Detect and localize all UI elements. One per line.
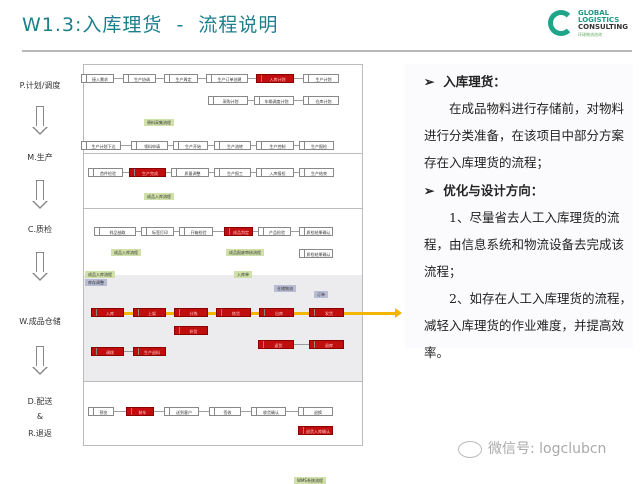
process-step: 领料申请 xyxy=(131,141,168,150)
section1-title-text: 入库理货： xyxy=(443,74,506,89)
process-step: 质量调整 xyxy=(171,168,209,177)
process-step: 生产订单创建 xyxy=(206,74,248,83)
process-step: 出库 xyxy=(259,308,294,317)
process-step: 质检结果确认 xyxy=(299,227,333,236)
lane-production xyxy=(84,153,362,209)
process-step: 退库 xyxy=(309,340,344,349)
logo-line-3: CONSULTING xyxy=(578,23,628,31)
process-step: 开箱检验 xyxy=(179,227,213,236)
logo-line-2: LOGISTICS xyxy=(578,16,620,24)
process-step: 生产结束 xyxy=(299,168,334,177)
process-step: 收货确认 xyxy=(251,407,286,416)
logo-g-icon xyxy=(548,10,574,36)
process-step: 生产完成 xyxy=(129,168,166,177)
process-note: 成品入库流程 xyxy=(111,249,141,256)
process-step: 生产报工 xyxy=(214,168,251,177)
lane-label-production: M.生产 xyxy=(27,153,53,162)
process-step: 生产协调 xyxy=(123,74,156,83)
process-step: 退换 xyxy=(298,407,333,416)
process-step: 送到客户 xyxy=(164,407,199,416)
description-panel: ➢ 入库理货： 在成品物料进行存储前，对物料进行分类准备，在该项目中部分方案存在… xyxy=(405,64,633,360)
process-step: 入库计划 xyxy=(256,74,294,83)
process-step: 分拣 xyxy=(174,308,208,317)
process-step: 补货 xyxy=(174,326,208,335)
direction-item-1: 1、尽量省去人工入库理货的流程，由信息系统和物流设备去完成该流程； xyxy=(424,210,625,279)
process-step: 产品检验 xyxy=(258,227,291,236)
down-arrow-icon xyxy=(32,252,48,281)
watermark-text: 微信号: logclubcn xyxy=(488,441,607,457)
process-note: 原料采集流程 xyxy=(144,119,174,126)
process-step: 车辆调度计划 xyxy=(254,96,294,105)
process-note: WMS系统流程 xyxy=(294,477,326,484)
process-step: 签收 xyxy=(209,407,241,416)
process-step: 质检结果确认 xyxy=(299,249,333,258)
process-note: 订单 xyxy=(314,291,328,298)
lane-label-return: R.退返 xyxy=(28,429,52,438)
lane-label-plan: P.计划/调度 xyxy=(19,81,61,90)
process-step: 样品抽取 xyxy=(94,227,136,236)
process-step: 入库 xyxy=(91,308,124,317)
process-note: 入库单 xyxy=(234,271,252,278)
process-step: 生产退料 xyxy=(133,347,166,356)
page-title: W1.3:入库理货 - 流程说明 xyxy=(22,14,279,36)
process-step: 生产计划下达 xyxy=(81,141,121,150)
section1-title: ➢ 入库理货： xyxy=(424,74,506,89)
lane-label-delivery: D.配送 xyxy=(27,397,53,406)
process-step: 装车 xyxy=(126,407,154,416)
process-step: 返货 xyxy=(258,340,294,349)
section1-body: 在成品物料进行存储前，对物料进行分类准备，在该项目中部分方案存在入库理货的流程； xyxy=(424,101,625,170)
lane-plan xyxy=(84,65,362,154)
process-step: 首件检验 xyxy=(88,168,123,177)
process-step: 仓库计划 xyxy=(303,96,339,105)
down-arrow-icon xyxy=(32,346,48,375)
watermark: 微信号: logclubcn xyxy=(458,438,606,458)
process-step: 生产流转 xyxy=(214,141,251,150)
process-step: 上架 xyxy=(133,308,166,317)
title-divider xyxy=(22,50,632,52)
down-arrow-icon xyxy=(32,106,48,135)
process-step: 调拨 xyxy=(91,347,124,356)
process-note: 仓储物流 xyxy=(274,285,296,292)
process-step: 拣货 xyxy=(216,308,251,317)
process-note: 成品入库流程 xyxy=(144,193,174,200)
process-step: 发货 xyxy=(309,308,344,317)
section2-title-text: 优化与设计方向： xyxy=(443,183,544,198)
process-step: 标签打印 xyxy=(141,227,174,236)
process-step: 生产控制 xyxy=(256,141,294,150)
process-note: 成品入库流程 xyxy=(85,271,115,278)
process-note: 成品报废审核流程 xyxy=(226,249,264,256)
direction-item-2: 2、如存在人工入库理货的流程，减轻入库理货的作业难度，并提高效率。 xyxy=(424,291,632,360)
lane-label-warehouse: W.成品仓储 xyxy=(19,317,61,326)
process-step: 入库报检 xyxy=(256,168,294,177)
process-step: 生产开始 xyxy=(173,141,208,150)
logo-line-1: GLOBAL xyxy=(578,9,610,17)
process-step: 退货入库确认 xyxy=(298,426,333,435)
process-step: 预览 xyxy=(88,407,114,416)
logo-line-4: 环球物流咨询 xyxy=(578,32,602,37)
process-step: 生产周定 xyxy=(164,74,198,83)
process-note: 库存调整 xyxy=(85,279,107,286)
lane-label-qc: C.质检 xyxy=(27,225,53,234)
process-flow-diagram: 接入需求生产协调生产周定生产订单创建入库计划生产计划采购计划车辆调度计划仓库计划… xyxy=(81,64,363,484)
process-step: 生产计划 xyxy=(303,74,339,83)
down-arrow-icon xyxy=(32,180,48,209)
wechat-icon xyxy=(458,440,482,458)
process-step: 生产报检 xyxy=(299,141,334,150)
section2-title: ➢ 优化与设计方向： xyxy=(424,183,544,198)
lane-label-and: & xyxy=(36,412,44,421)
process-step: 采购计划 xyxy=(208,96,248,105)
process-step: 成品判定 xyxy=(224,227,253,236)
process-step: 接入需求 xyxy=(81,74,114,83)
